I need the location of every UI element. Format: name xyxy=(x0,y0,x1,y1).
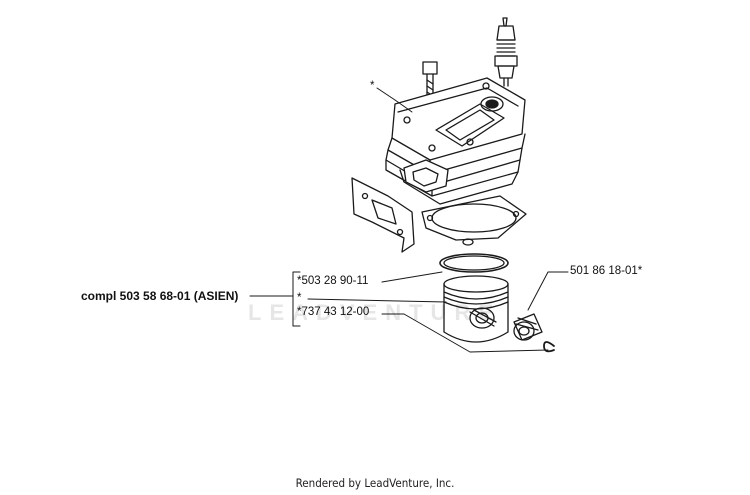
leader-lines xyxy=(249,87,569,353)
callout-piston-ring: *503 28 90-11 xyxy=(297,275,369,287)
needle-bearing[interactable] xyxy=(513,313,543,341)
footer-credit: Rendered by LeadVenture, Inc. xyxy=(295,476,455,490)
piston[interactable] xyxy=(443,275,509,343)
spark-plug[interactable] xyxy=(494,17,518,87)
callout-piston: * xyxy=(297,292,302,304)
assembly-label: compl 503 58 68-01 (ASIEN) xyxy=(81,289,239,303)
callout-piston-pin: *737 43 12-00 xyxy=(297,306,370,318)
callout-needle-bearing: 501 86 18-01* xyxy=(570,265,643,277)
circlip[interactable] xyxy=(543,341,555,353)
dowel-ring[interactable] xyxy=(462,238,474,246)
piston-ring[interactable] xyxy=(439,253,509,273)
cylinder-gasket[interactable] xyxy=(421,195,527,241)
exhaust-gasket[interactable] xyxy=(351,177,415,253)
cylinder[interactable] xyxy=(385,77,526,205)
watermark: LEADVENTURE xyxy=(248,300,502,325)
callout-cylinder: * xyxy=(370,80,375,92)
